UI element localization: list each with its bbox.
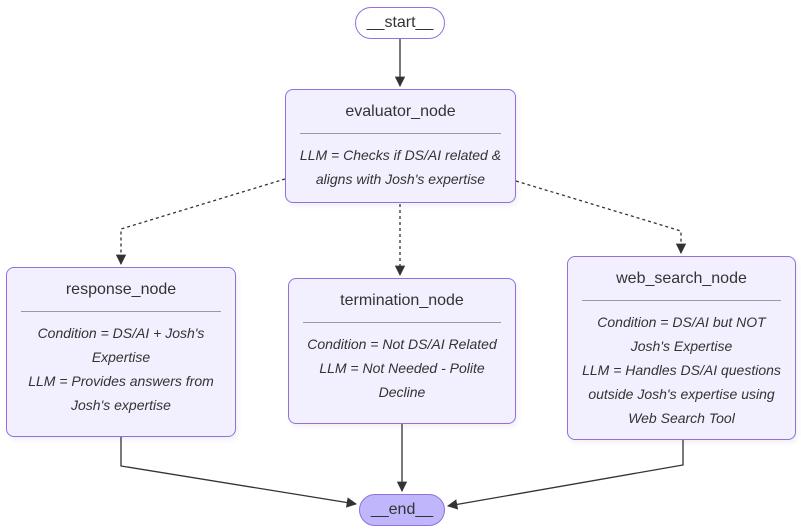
evaluator-separator — [300, 133, 501, 134]
response-body-line: Condition = DS/AI + Josh's — [37, 325, 205, 341]
edge-response-end — [120, 437, 358, 508]
evaluator-title: evaluator_node — [345, 102, 456, 120]
node-end: __end__ — [359, 494, 445, 526]
edge-websearch-end — [446, 440, 684, 510]
web-search-body-line: Josh's Expertise — [630, 338, 733, 354]
termination-body: Condition = Not DS/AI Related LLM = Not … — [289, 323, 515, 404]
node-termination: termination_node Condition = Not DS/AI R… — [288, 278, 516, 424]
evaluator-body-line: aligns with Josh's expertise — [315, 171, 486, 187]
web-search-body-line: Condition = DS/AI but NOT — [597, 314, 766, 330]
node-start: __start__ — [355, 7, 445, 39]
node-response: response_node Condition = DS/AI + Josh's… — [6, 267, 236, 437]
evaluator-body: LLM = Checks if DS/AI related & aligns w… — [286, 134, 515, 191]
web-search-title: web_search_node — [616, 269, 747, 287]
response-body-line: LLM = Provides answers from — [28, 373, 214, 389]
evaluator-body-line: LLM = Checks if DS/AI related & — [299, 147, 502, 163]
web-search-body: Condition = DS/AI but NOT Josh's Experti… — [568, 301, 795, 430]
edge-evaluator-response — [115, 178, 286, 266]
web-search-body-line: Web Search Tool — [628, 410, 735, 426]
termination-body-line: Decline — [378, 384, 426, 400]
response-body-line: Expertise — [91, 349, 151, 365]
termination-body-line: LLM = Not Needed - Polite — [319, 360, 485, 376]
web-search-separator — [582, 300, 781, 301]
start-label: __start__ — [366, 14, 434, 31]
response-separator — [21, 311, 221, 312]
web-search-body-line: LLM = Handles DS/AI questions — [582, 362, 781, 378]
end-label: __end__ — [370, 501, 434, 518]
node-web-search: web_search_node Condition = DS/AI but NO… — [567, 256, 796, 440]
response-title: response_node — [65, 280, 177, 298]
edge-evaluator-websearch — [515, 180, 687, 255]
response-body-line: Josh's expertise — [71, 397, 171, 413]
termination-separator — [303, 322, 501, 323]
termination-title: termination_node — [340, 291, 464, 309]
response-body: Condition = DS/AI + Josh's Expertise LLM… — [7, 312, 235, 417]
node-evaluator: evaluator_node LLM = Checks if DS/AI rel… — [285, 89, 516, 203]
web-search-body-line: outside Josh's expertise using — [588, 386, 775, 402]
termination-body-line: Condition = Not DS/AI Related — [307, 336, 497, 352]
